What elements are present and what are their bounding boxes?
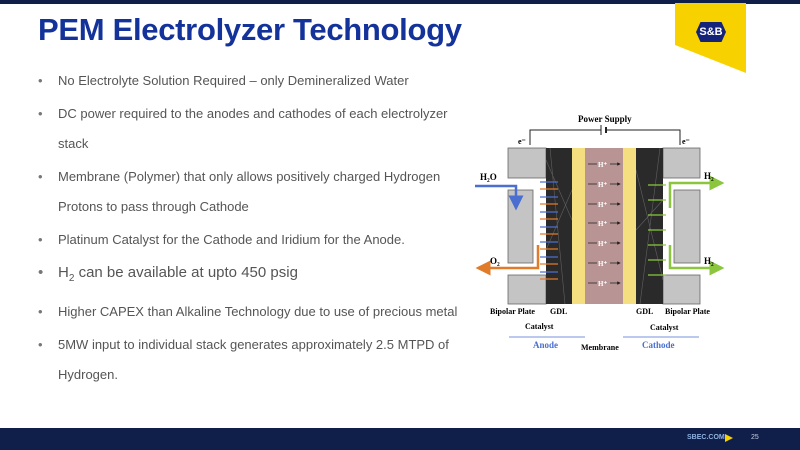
bipolar-plate-left-label: Bipolar Plate — [490, 307, 535, 316]
footer-site-link[interactable]: SBEC.COM — [687, 434, 725, 441]
proton-label: H⁺ — [598, 161, 607, 169]
gdl-right-label: GDL — [636, 307, 653, 316]
proton-label: H⁺ — [598, 181, 607, 189]
o2-label: O₂ — [490, 256, 500, 266]
proton-label: H⁺ — [598, 240, 607, 248]
anode-label: Anode — [533, 340, 558, 350]
gdl-left-label: GDL — [550, 307, 567, 316]
power-supply-label: Power Supply — [578, 114, 632, 124]
circuit-wire — [529, 129, 681, 145]
electron-left: e⁻ — [518, 137, 526, 146]
bullet: Platinum Catalyst for the Cathode and Ir… — [38, 225, 478, 255]
sb-logo: S&B — [696, 22, 726, 42]
bullet: 5MW input to individual stack generates … — [38, 330, 478, 390]
h2-top-label: H₂ — [704, 171, 714, 181]
proton-label: H⁺ — [598, 220, 607, 228]
electron-right: e⁻ — [682, 137, 690, 146]
bipolar-plate-right-label: Bipolar Plate — [665, 307, 710, 316]
page-number: 25 — [751, 434, 759, 441]
flag-icon — [725, 434, 733, 442]
catalyst-left-label: Catalyst — [525, 322, 554, 331]
hydrogen-outlet-top — [668, 175, 725, 208]
bullet: Higher CAPEX than Alkaline Technology du… — [38, 297, 478, 327]
hydrogen-outlet-bottom — [668, 245, 725, 276]
proton-label: H⁺ — [598, 280, 607, 288]
water-inlet-arrow — [475, 184, 524, 211]
membrane-label: Membrane — [581, 343, 619, 352]
pem-diagram: Power Supply e⁻ e⁻ H⁺ H⁺ H⁺ H⁺ H⁺ H⁺ H⁺ H₂O O₂… — [475, 114, 725, 352]
catalyst-cathode — [623, 148, 636, 304]
cathode-label: Cathode — [642, 340, 675, 350]
top-bar — [0, 0, 800, 4]
bullet: No Electrolyte Solution Required – only … — [38, 66, 478, 96]
proton-label: H⁺ — [598, 201, 607, 209]
gdl-anode — [546, 148, 572, 304]
h2o-label: H₂O — [480, 172, 497, 182]
oxygen-outlet-arrow — [475, 245, 540, 276]
slide-title: PEM Electrolyzer Technology — [38, 12, 462, 47]
bullet: Membrane (Polymer) that only allows posi… — [38, 162, 478, 222]
footer-bar — [0, 428, 800, 450]
catalyst-anode — [572, 148, 585, 304]
bipolar-plates — [507, 147, 701, 305]
bullet: DC power required to the anodes and cath… — [38, 99, 478, 159]
catalyst-right-label: Catalyst — [650, 323, 679, 332]
bullet: H2 can be available at upto 450 psig — [38, 258, 478, 294]
bullet-list: No Electrolyte Solution Required – only … — [38, 66, 478, 393]
proton-label: H⁺ — [598, 260, 607, 268]
h2-bottom-label: H₂ — [704, 256, 714, 266]
